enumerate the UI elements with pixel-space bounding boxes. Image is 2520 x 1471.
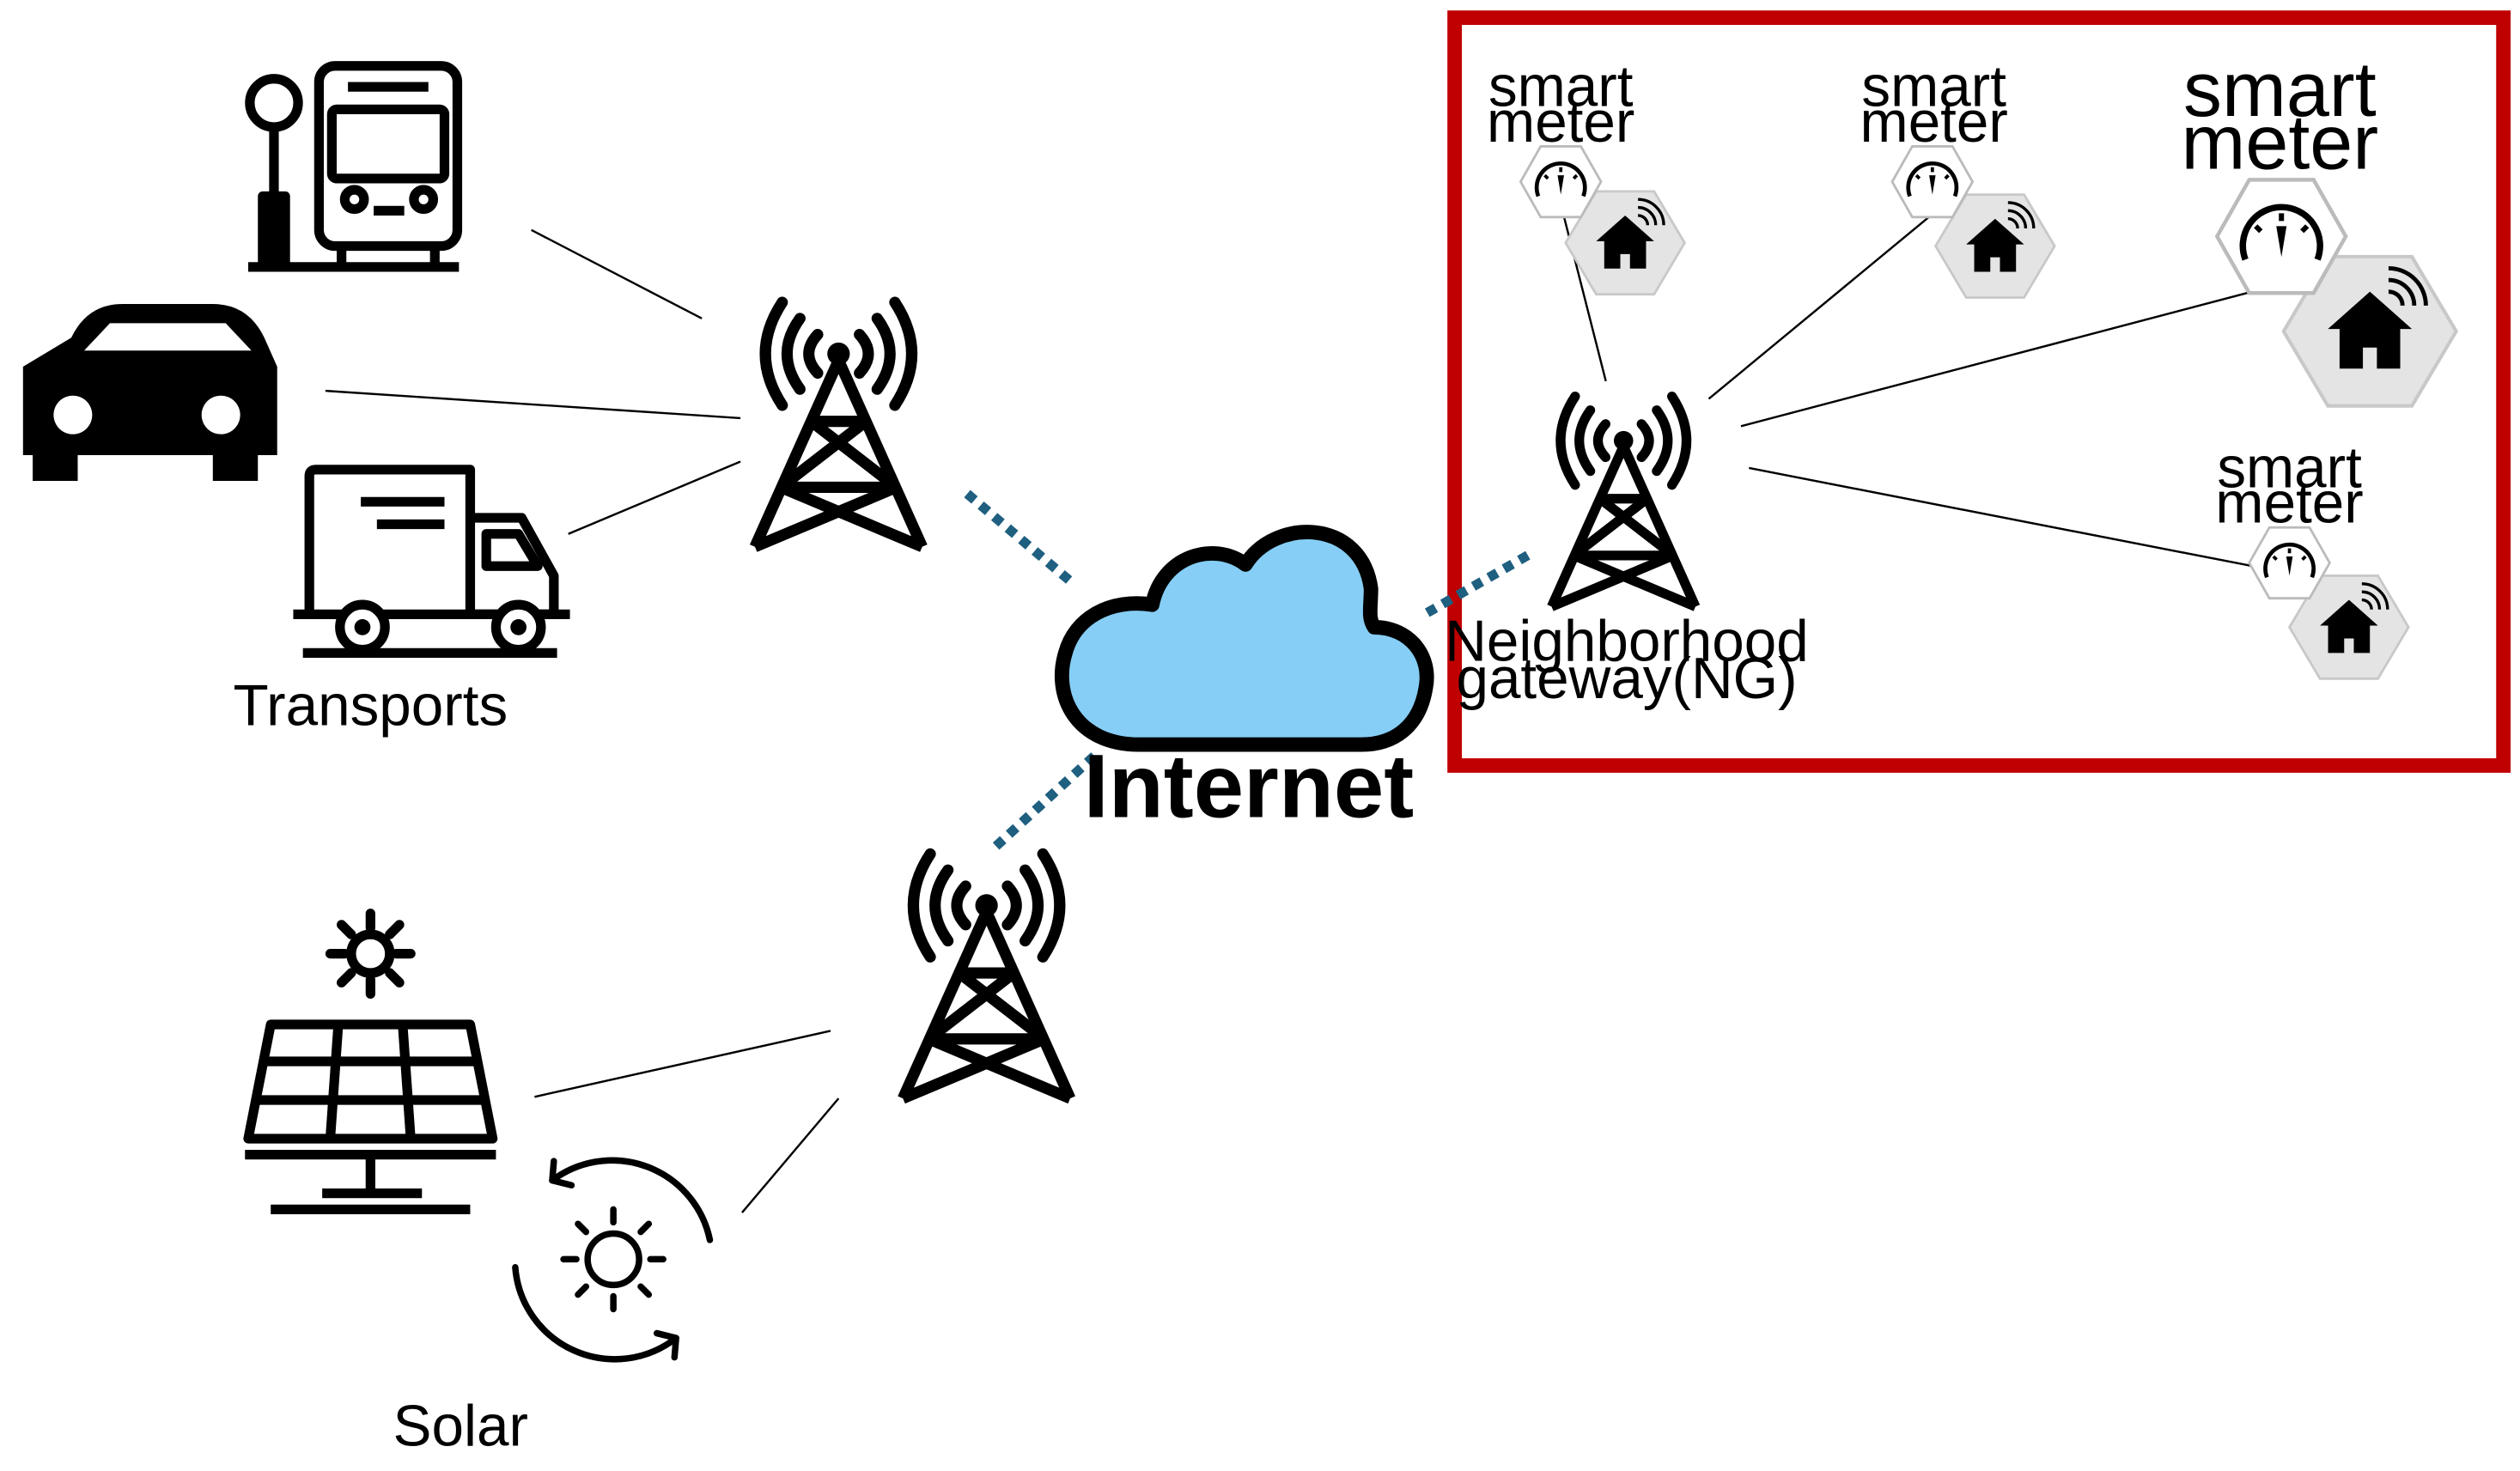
smart-meter-label: smart [1488,55,1634,119]
cell-tower-icon [1552,397,1696,607]
smart-meter-1: smart meter [1487,55,1687,296]
smart-meter-4: smart meter [2215,435,2410,681]
cell-tower-icon [903,854,1070,1098]
solar-label: Solar [393,1395,528,1459]
internet-links [964,489,1531,852]
smart-meter-label: meter [1487,90,1634,155]
connector-lines [325,204,2261,1213]
cell-tower-icon [755,302,922,547]
smart-meter-label: meter [1860,90,2008,155]
smart-meter-label: smart [2183,47,2377,133]
smart-meter-label: smart [2217,435,2362,500]
neighborhood-highlight-box [1447,10,2511,773]
solar-cycle-icon [512,1157,714,1363]
cloud-icon [1055,525,1434,752]
gateway-label-line1: Neighborhood [1445,610,1809,674]
internet-label: Internet [1084,736,1415,836]
smart-meter-3: smart meter [2181,47,2456,406]
car-icon [22,303,277,481]
smart-meter-2: smart meter [1860,55,2056,300]
bus-stop-icon [245,61,463,272]
smart-meter-label: meter [2215,471,2363,536]
smart-meter-label: smart [1861,55,2006,119]
smart-meter-label: meter [2181,100,2378,186]
solar-panel-icon [243,909,498,1214]
transports-label: Transports [234,674,508,739]
gateway-label-line2: gateway(NG) [1456,647,1797,711]
truck-icon [293,465,570,658]
